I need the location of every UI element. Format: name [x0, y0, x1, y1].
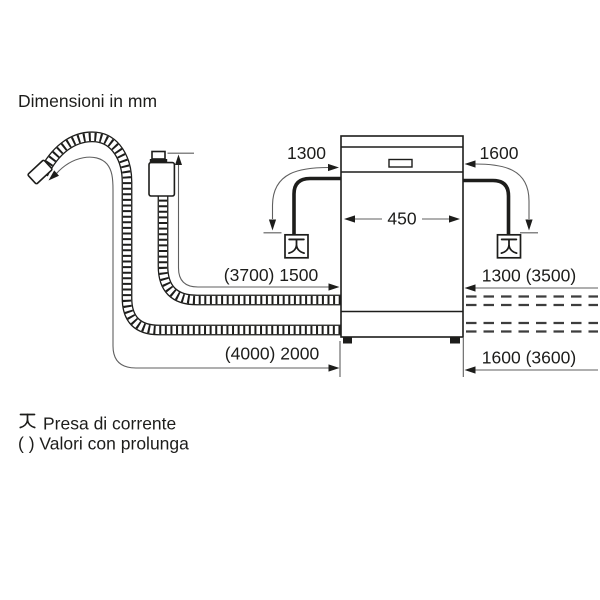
arrowhead-left-icon — [344, 215, 355, 223]
dim-label-width: 450 — [387, 209, 416, 229]
drain-hose — [27, 131, 343, 336]
drain-hose-end-fitting — [27, 159, 53, 185]
page-title: Dimensioni in mm — [18, 91, 157, 111]
foot-right — [450, 337, 460, 344]
power-socket-icon — [288, 238, 305, 254]
tap-cap — [151, 150, 166, 160]
cable-right-leader — [474, 163, 530, 219]
cable-left-leader — [271, 166, 329, 219]
dim-label-cable-left: 1300 — [287, 143, 326, 163]
dimension-lines — [48, 152, 598, 377]
supply-leader — [177, 163, 329, 288]
power-socket-icon — [500, 238, 518, 254]
tap-collar — [149, 159, 168, 163]
tap-connector — [148, 150, 176, 197]
aquastop-valve — [148, 161, 176, 197]
door-handle — [388, 158, 413, 168]
foot-left — [343, 337, 352, 344]
power-socket-icon — [19, 413, 36, 429]
legend: Presa di corrente ( ) Valori con prolung… — [18, 414, 189, 454]
power-cable-right — [461, 178, 511, 236]
dishwasher — [340, 135, 464, 344]
socket-box-right — [496, 233, 522, 259]
arrowhead-up-icon — [175, 154, 182, 165]
arrowhead-down-icon — [525, 219, 533, 231]
dim-label-cable-right: 1600 — [480, 143, 519, 163]
arrowhead-left-icon — [464, 284, 476, 292]
dim-label-supply-hose: (3700) 1500 — [224, 265, 319, 285]
arrowhead-left-icon — [464, 366, 476, 374]
drain-leader — [55, 156, 329, 369]
arrowhead-right-icon — [449, 215, 460, 223]
arrowhead-left-icon — [464, 160, 476, 168]
arrowhead-right-icon — [328, 364, 340, 372]
hose-continuations-dashed — [466, 295, 598, 333]
legend-socket-label: Presa di corrente — [43, 414, 176, 434]
arrowhead-right-icon — [328, 163, 339, 172]
dishwasher-body — [340, 135, 464, 338]
legend-parentheses-label: ( ) Valori con prolunga — [18, 434, 189, 454]
width-dimension — [344, 215, 460, 223]
power-cable-left — [292, 176, 343, 236]
arrowhead-down-icon — [268, 219, 277, 231]
dim-label-right-top: 1300 (3500) — [482, 266, 576, 286]
socket-box-left — [284, 233, 309, 259]
dim-label-drain-hose: (4000) 2000 — [225, 344, 320, 364]
supply-hose — [157, 194, 343, 306]
dim-label-right-bottom: 1600 (3600) — [482, 348, 576, 368]
arrowhead-right-icon — [328, 283, 340, 291]
arrowhead-downleft-icon — [48, 170, 59, 181]
